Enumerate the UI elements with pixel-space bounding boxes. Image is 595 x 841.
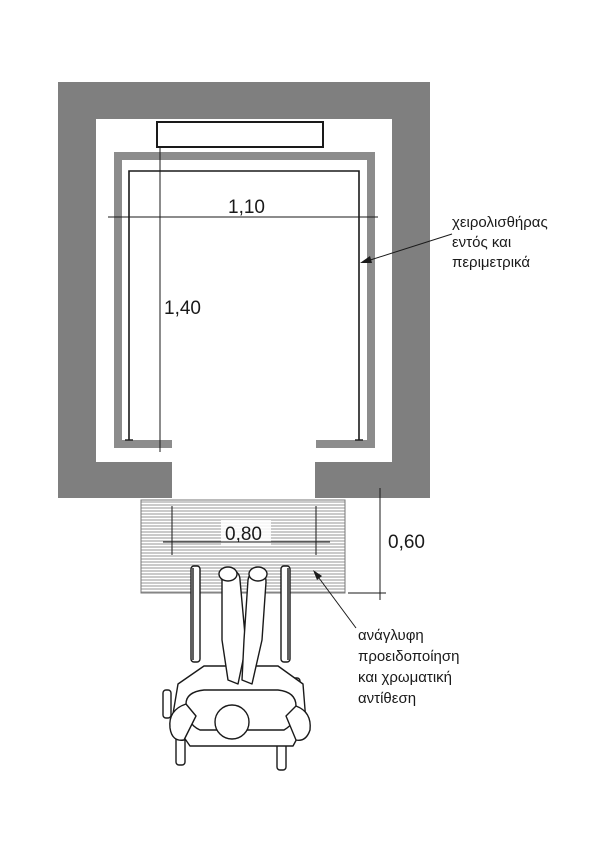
tactile-note-line-2: προειδοποίηση [358,648,459,665]
tactile-note: ανάγλυφη προειδοποίηση και χρωματική αντ… [358,627,464,707]
tactile-leader [315,573,357,629]
tactile-warning-area [140,499,346,594]
cabin-lining [125,167,363,440]
door-dimension-label: 0,80 [225,524,262,545]
handrail-note-line-3: περιμετρικά [452,254,530,271]
shaft-wall [58,82,430,498]
user-head [214,704,250,740]
user-arm-left [169,703,197,741]
handrail-note-line-2: εντός και [452,234,511,251]
wheelchair-user-icon [162,565,311,771]
depth-dimension-label: 1,40 [164,298,201,319]
handrail-note: χειρολισθήρας εντός και περιμετρικά [452,214,552,271]
tactile-arrowhead [313,570,322,580]
wheelchair-wheel-right [280,565,291,663]
handrail-arrowhead [360,256,372,263]
user-arm-right [285,705,311,741]
user-foot-right [248,566,268,582]
control-panel [156,121,324,148]
warning-depth-label: 0,60 [388,532,425,553]
wheelchair-caster-left [162,689,186,766]
wheelchair-wheel-left [190,565,201,663]
tactile-note-line-1: ανάγλυφη [358,627,424,644]
handrail-leader [363,233,453,263]
tactile-note-line-3: και χρωματική [358,669,452,686]
handrail [128,170,360,440]
tactile-note-line-4: αντίθεση [358,690,416,707]
user-foot-left [218,566,238,582]
handrail-note-line-1: χειρολισθήρας [452,214,548,231]
width-dimension-label: 1,10 [228,197,265,218]
